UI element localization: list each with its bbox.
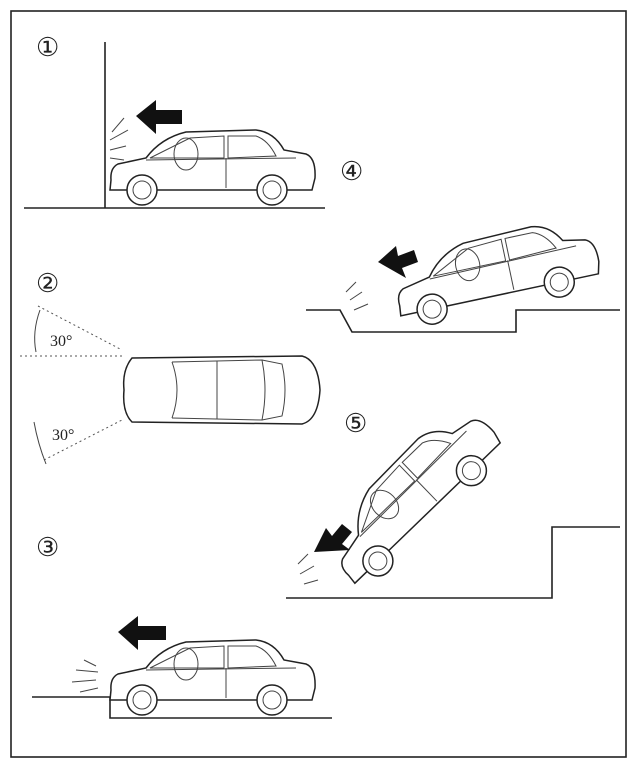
scenario-1-marker: ① <box>36 33 59 62</box>
ground-step-line <box>306 309 620 333</box>
upper-angle-arc <box>34 309 41 353</box>
arrow-down-left-icon <box>314 524 352 552</box>
diagram-frame <box>10 10 627 758</box>
car-side-view <box>109 639 316 716</box>
scenario-2-angled-impact: ② 30° 30° <box>20 269 321 465</box>
arrow-left-icon <box>136 100 182 134</box>
scenario-5-marker: ⑤ <box>344 409 367 438</box>
scenario-5-wall-climb: ⑤ <box>286 396 620 599</box>
ground-step-line <box>286 526 620 599</box>
impact-burst-icon <box>297 553 319 585</box>
scenario-3-low-step-impact: ③ <box>32 533 332 719</box>
car-side-view <box>109 129 316 206</box>
scenario-3-marker: ③ <box>36 533 59 562</box>
car-tilted-view <box>387 213 606 332</box>
lower-angle-label: 30° <box>52 427 74 444</box>
car-top-view <box>122 355 321 425</box>
lower-angle-arc <box>33 421 47 465</box>
ground-step-line <box>32 696 332 719</box>
arrow-left-icon <box>118 616 166 650</box>
arrow-down-left-icon <box>378 246 418 278</box>
scenario-4-curb-step: ④ <box>306 157 620 333</box>
upper-angle-line <box>37 305 123 351</box>
upper-angle-label: 30° <box>50 333 72 350</box>
scenario-2-marker: ② <box>36 269 59 298</box>
scenario-4-marker: ④ <box>340 157 363 186</box>
impact-burst-icon <box>109 117 129 161</box>
impact-burst-icon <box>71 659 99 693</box>
impact-burst-icon <box>345 281 369 311</box>
scenario-1-frontal-barrier: ① <box>24 33 325 209</box>
